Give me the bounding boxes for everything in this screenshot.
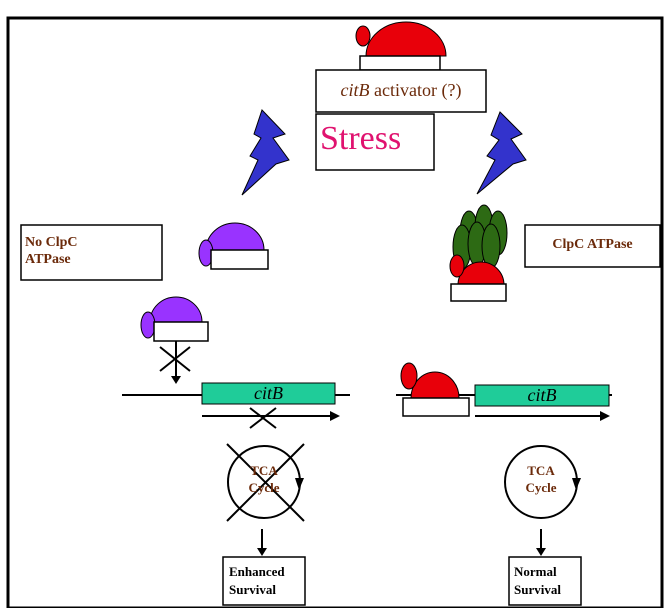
tca-label-left-line1: TCA (250, 463, 278, 478)
gene-citb-left (201, 382, 336, 405)
clpc-label: ClpC ATPase (552, 237, 633, 252)
cycle-arrowhead-left (295, 478, 304, 490)
stress-label: Stress (320, 120, 402, 157)
x-mark-binding-2 (159, 346, 191, 372)
no-clpc-label-line2: ATPase (25, 252, 71, 267)
no-clpc-label-line1: No ClpC (25, 235, 78, 250)
activator-label-text: activator (?) (369, 80, 462, 100)
stress-box (315, 113, 435, 171)
blocked-binding-arrowhead (171, 376, 181, 384)
outcome-label-left: Enhanced Survival (229, 563, 285, 599)
outcome-label-right: Normal Survival (514, 563, 561, 599)
clpc-box (524, 224, 661, 268)
tca-label-right-line2: Cycle (525, 480, 557, 495)
tca-label-left-line2: Cycle (248, 480, 280, 495)
outcome-arrowhead-right (536, 548, 546, 556)
lightning-bolt-right (476, 111, 527, 195)
active-activator-dna (400, 362, 470, 417)
inactive-activator-lower (140, 296, 209, 342)
tca-label-right-line1: TCA (527, 463, 555, 478)
outcome-label-left-line1: Enhanced (229, 564, 285, 579)
outcome-box-right (508, 556, 582, 606)
frame-border (6, 16, 664, 608)
tca-label-left: TCA Cycle (228, 462, 300, 496)
gene-label-left: citB (254, 383, 283, 403)
gene-label-right: citB (527, 385, 557, 405)
x-mark-tca-cycle-2 (226, 443, 305, 522)
activator-label-box (315, 69, 487, 113)
tca-label-right: TCA Cycle (505, 462, 577, 496)
outcome-label-right-line2: Survival (514, 582, 561, 597)
transcript-arrowhead-right (600, 411, 610, 421)
no-clpc-box (20, 224, 163, 281)
outcome-label-left-line2: Survival (229, 582, 276, 597)
no-clpc-label: No ClpC ATPase (25, 234, 78, 268)
activator-gene-name: citB (340, 80, 370, 100)
x-mark-transcript-2 (249, 407, 277, 429)
activator-protein-top (355, 21, 447, 71)
outcome-label-right-line1: Normal (514, 564, 557, 579)
activator-label: citB activator (?) (316, 80, 486, 101)
gene-citb-right (474, 384, 610, 407)
outcome-box-left (222, 556, 306, 606)
inactive-activator-upper (198, 222, 269, 270)
transcript-arrowhead-left (330, 411, 340, 421)
cycle-arrowhead-right (572, 478, 581, 490)
outcome-arrowhead-left (257, 548, 267, 556)
clpc-complex (449, 204, 508, 302)
lightning-bolt-left (241, 109, 290, 196)
